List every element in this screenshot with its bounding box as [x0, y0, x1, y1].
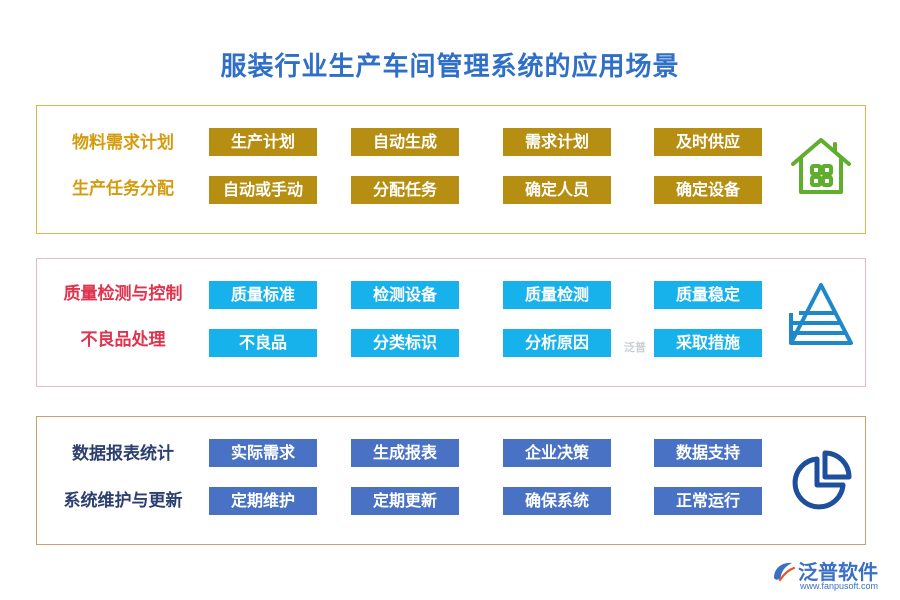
tag: 正常运行 — [654, 487, 762, 515]
pie-chart-icon — [792, 450, 852, 510]
tag: 确定设备 — [654, 176, 762, 204]
tag: 确定人员 — [503, 176, 611, 204]
row-label-system-maintenance: 系统维护与更新 — [63, 491, 183, 511]
tag: 不良品 — [209, 329, 317, 357]
tag: 实际需求 — [209, 439, 317, 467]
tag: 及时供应 — [654, 128, 762, 156]
section-material-production: 物料需求计划 生产计划 自动生成 需求计划 及时供应 生产任务分配 自动或手动 … — [36, 105, 866, 234]
brand-name: 泛普软件 — [798, 560, 878, 584]
tag: 生成报表 — [351, 439, 459, 467]
tag: 采取措施 — [654, 329, 762, 357]
tag: 生产计划 — [209, 128, 317, 156]
tag: 定期维护 — [209, 487, 317, 515]
tag: 需求计划 — [503, 128, 611, 156]
watermark: 泛普 — [624, 341, 646, 354]
tag: 质量检测 — [503, 281, 611, 309]
row-label-material-plan: 物料需求计划 — [72, 133, 174, 153]
pyramid-icon — [789, 283, 853, 345]
tag: 定期更新 — [351, 487, 459, 515]
brand-url: www.fanpusoft.com — [800, 581, 879, 591]
row-label-quality-inspection: 质量检测与控制 — [63, 284, 183, 304]
tag: 检测设备 — [351, 281, 459, 309]
tag: 分配任务 — [351, 176, 459, 204]
section-reporting-maintenance: 数据报表统计 实际需求 生成报表 企业决策 数据支持 系统维护与更新 定期维护 … — [36, 416, 866, 545]
tag: 质量标准 — [209, 281, 317, 309]
tag: 数据支持 — [654, 439, 762, 467]
tag: 分类标识 — [351, 329, 459, 357]
tag: 企业决策 — [503, 439, 611, 467]
tag: 自动或手动 — [209, 176, 317, 204]
row-label-task-assignment: 生产任务分配 — [72, 179, 174, 199]
tag: 质量稳定 — [654, 281, 762, 309]
brand-logo-icon — [774, 562, 796, 582]
house-icon — [791, 138, 851, 194]
row-label-defect-handling: 不良品处理 — [80, 330, 166, 350]
brand-logo: 泛普软件 www.fanpusoft.com — [770, 556, 890, 596]
tag: 确保系统 — [503, 487, 611, 515]
tag: 自动生成 — [351, 128, 459, 156]
page-title: 服装行业生产车间管理系统的应用场景 — [220, 52, 680, 82]
row-label-data-reports: 数据报表统计 — [72, 444, 174, 464]
section-quality-control: 质量检测与控制 质量标准 检测设备 质量检测 质量稳定 不良品处理 不良品 分类… — [36, 258, 866, 387]
tag: 分析原因 — [503, 329, 611, 357]
